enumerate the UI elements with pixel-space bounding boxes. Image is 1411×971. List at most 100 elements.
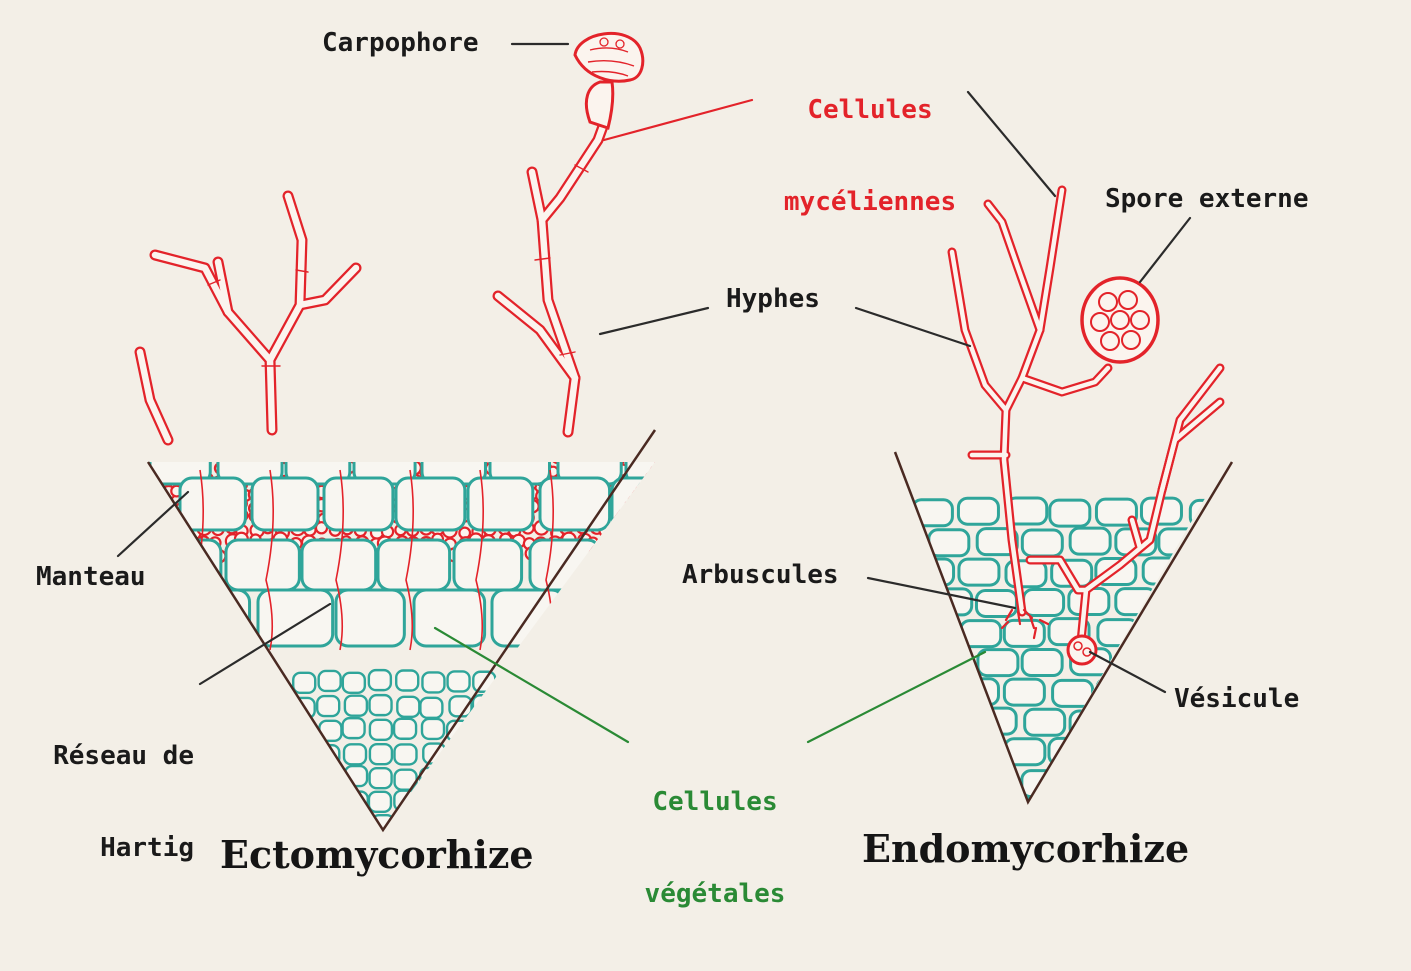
endo-cell (1205, 769, 1232, 799)
mantle-cell (184, 427, 195, 438)
mantle-cell (280, 404, 291, 415)
endo-cell (1139, 798, 1183, 802)
cortex-cell (412, 588, 487, 648)
mantle-cell (380, 426, 391, 437)
endo-cell (1236, 741, 1276, 767)
mantle-cell (172, 402, 185, 415)
mantle-cell (469, 428, 481, 440)
cortex-cell (466, 476, 535, 532)
cortex-cell (528, 538, 602, 592)
vesicle-icon (1066, 634, 1098, 666)
endo-cell (1020, 528, 1064, 558)
core-cell (395, 669, 420, 692)
mantle-cell (277, 415, 289, 427)
mantle-cell (614, 536, 628, 550)
mantle-cell (213, 405, 224, 416)
endo-cell (1139, 738, 1183, 768)
mantle-cell (535, 439, 546, 450)
cortex-cell (178, 588, 252, 648)
core-cell (343, 694, 369, 717)
core-cell (392, 717, 418, 740)
endo-cell (1206, 647, 1232, 677)
core-cell (367, 668, 393, 692)
mantle-cell (134, 414, 145, 425)
mantle-cell (603, 416, 615, 428)
mantle-cell (473, 405, 485, 417)
core-cell (317, 669, 342, 693)
label-cellules-vegetales-line2: végétales (644, 879, 786, 910)
mantle-cell (564, 462, 579, 463)
mantle-cell (317, 428, 327, 438)
mantle-cell (627, 416, 637, 426)
mantle-cell (251, 425, 264, 438)
mantle-cell (604, 430, 614, 440)
mantle-cell (134, 510, 145, 521)
mantle-cell (420, 426, 432, 438)
mantle-cell (304, 428, 316, 440)
mantle-cell (226, 443, 236, 453)
mantle-cell (135, 405, 145, 415)
mantle-cell (642, 497, 655, 511)
mantle-cell (618, 414, 630, 426)
label-arbuscules: Arbuscules (682, 560, 839, 590)
label-carpophore: Carpophore (322, 28, 479, 58)
mantle-cell (174, 414, 186, 426)
mantle-cell (521, 424, 534, 437)
mantle-cell (650, 462, 655, 464)
mantle-cell (236, 462, 253, 465)
mantle-cell (654, 402, 665, 413)
label-cellules-myceliennes: Cellules mycéliennes (770, 34, 970, 279)
mantle-cell (539, 462, 553, 463)
mantle-cell (235, 403, 249, 417)
mantle-cell (211, 427, 222, 438)
mantle-cell (300, 418, 313, 431)
label-reseau-line2: Hartig (100, 833, 194, 864)
core-cell (497, 789, 522, 812)
mantle-cell (171, 522, 186, 537)
label-vesicule: Vésicule (1174, 684, 1300, 714)
arbuscule-marks (1000, 608, 1050, 640)
endo-cell (927, 707, 971, 737)
label-cellules-vegetales-line1: Cellules (652, 787, 778, 818)
mantle-cell (326, 426, 340, 440)
mantle-cell (341, 416, 354, 429)
mantle-cell (483, 441, 496, 454)
mantle-cell (367, 439, 379, 451)
mantle-cell (148, 463, 150, 478)
endo-cell (1113, 766, 1157, 796)
mantle-cell (148, 531, 164, 547)
endo-cell (1003, 737, 1047, 767)
mantle-cell (617, 438, 631, 452)
mantle-cell (187, 401, 199, 413)
spore-icon (1080, 276, 1160, 364)
label-manteau: Manteau (36, 562, 146, 592)
mantle-cell (444, 405, 457, 418)
core-cell (472, 766, 498, 790)
mantle-cell (432, 406, 443, 417)
mantle-cell (171, 532, 187, 548)
endo-cell (930, 648, 974, 678)
mantle-cell (169, 462, 186, 465)
mantle-cell (198, 438, 211, 451)
endo-cell (911, 739, 955, 769)
mantle-cell (291, 404, 302, 415)
mantle-cell (409, 429, 419, 439)
mantle-cell (639, 512, 654, 527)
mantle-cell (305, 403, 316, 414)
core-cell (289, 741, 314, 765)
endo-cell (911, 617, 955, 647)
mantle-cell (652, 524, 655, 539)
mantle-cell (132, 475, 143, 486)
mantle-cell (371, 428, 382, 439)
endo-cell (1096, 618, 1140, 648)
mantle-cell (354, 450, 365, 461)
core-cell (496, 766, 522, 790)
core-cell (498, 720, 524, 744)
mantle-cell (316, 440, 328, 452)
endo-cell (927, 528, 971, 558)
cortex-cell (256, 588, 335, 648)
core-cell (316, 694, 341, 718)
mantle-cell (328, 418, 342, 432)
mantle-cell (644, 407, 655, 418)
mantle-cell (356, 402, 367, 413)
